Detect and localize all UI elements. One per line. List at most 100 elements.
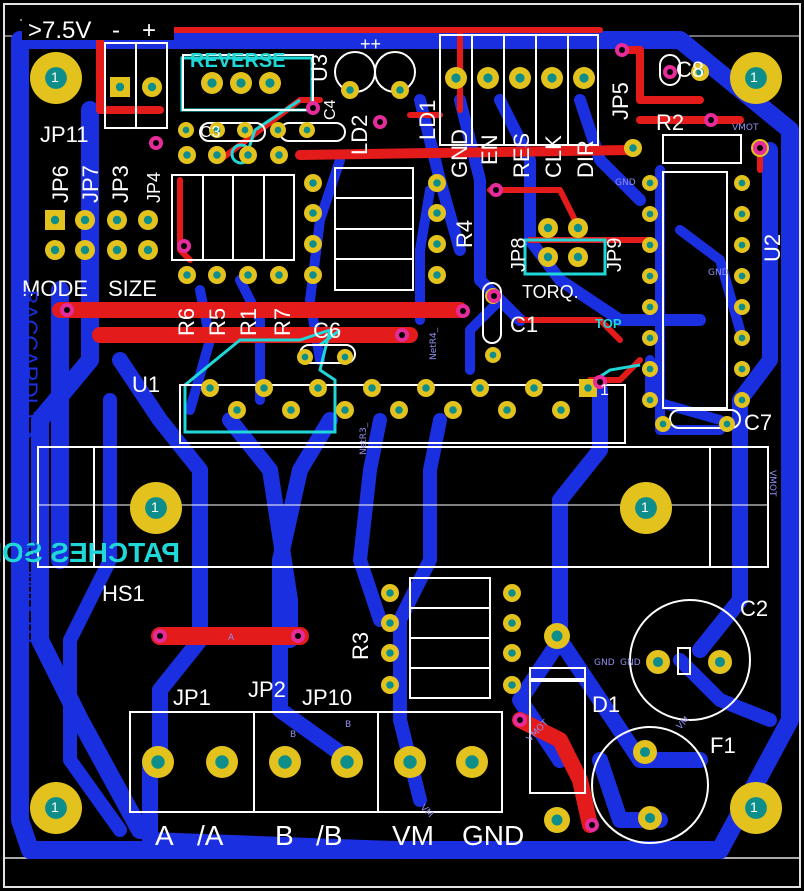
mounting-hole-2-drill — [745, 67, 767, 89]
c1-pin-2-drill — [489, 351, 497, 359]
r4-right-1-drill — [433, 179, 441, 187]
terminal-pin-6-drill — [465, 755, 479, 769]
c6-label: C6 — [313, 318, 341, 343]
pin-gnd-label: GND — [462, 820, 524, 851]
r3-left-4-drill — [386, 681, 394, 689]
hole-ml-label: 1 — [151, 499, 159, 515]
mode-jumper-6-drill — [80, 245, 90, 255]
jp11-pin-1-drill — [115, 82, 125, 92]
netr4-label: NetR4_ — [429, 327, 439, 360]
r3-right-1-drill — [508, 589, 516, 597]
r-top-3-drill — [244, 151, 252, 159]
c4-label: C4 — [322, 99, 339, 120]
u2-left-8-drill — [646, 396, 654, 404]
via-10-hole — [493, 187, 499, 193]
ld2-label: LD2 — [347, 115, 372, 155]
via-3-hole — [64, 307, 70, 313]
jp5-pin-2-drill — [483, 73, 493, 83]
mode-jumper-2-drill — [80, 215, 90, 225]
netr3-label: NetR3_ — [359, 422, 369, 455]
r3-left-1-drill — [386, 589, 394, 597]
jp5-pin-4-drill — [547, 73, 557, 83]
jp2-label: JP2 — [248, 677, 286, 702]
r3-right-4-drill — [508, 681, 516, 689]
c1-label: C1 — [510, 312, 538, 337]
r-bot-4-drill — [275, 271, 283, 279]
c7-label: C7 — [744, 410, 772, 435]
u3-label: U3 — [307, 54, 332, 82]
a-net-label-1: A — [228, 633, 235, 643]
r4-right-2-drill — [433, 209, 441, 217]
r-bot-1-drill — [183, 271, 191, 279]
jp3-label: JP3 — [108, 165, 133, 203]
r3-right-3-drill — [508, 649, 516, 657]
r-top-4-drill — [275, 151, 283, 159]
bottom-copper — [11, 31, 799, 859]
hole-tl-label: 1 — [51, 69, 59, 85]
gnd-label: GND — [447, 129, 472, 178]
pin-na-label: /A — [197, 820, 224, 851]
power-label: >7.5V — [28, 17, 91, 44]
jp5-pin-5-drill — [579, 73, 589, 83]
via-7-hole — [295, 633, 301, 639]
c7-pin-1-drill — [659, 420, 667, 428]
r3-left-3-drill — [386, 649, 394, 657]
hs1-label: HS1 — [102, 581, 145, 606]
r-top-1-drill — [183, 151, 191, 159]
jp7-label: JP7 — [78, 165, 103, 203]
mounting-hole-6-drill — [745, 797, 767, 819]
r1-label: R1 — [236, 308, 261, 336]
u2-right-4-drill — [738, 272, 746, 280]
gnd-net-label-1: GND — [594, 658, 615, 668]
hole-br-label: 1 — [750, 799, 758, 815]
r2-pin-1-drill — [629, 144, 637, 152]
r3-label: R3 — [348, 632, 373, 660]
r6-label: R6 — [174, 308, 199, 336]
mode-jumper-5-drill — [50, 245, 60, 255]
board-outline — [3, 3, 801, 888]
mode-jumper-3-drill — [112, 215, 122, 225]
u2-left-7-drill — [646, 365, 654, 373]
r5-label: R5 — [205, 308, 230, 336]
u1-pin-14-drill — [557, 406, 565, 414]
f1-pin-1-drill — [639, 746, 651, 758]
u2-right-7-drill — [738, 365, 746, 373]
jp8-jp9-pin-2-drill — [573, 223, 583, 233]
c8-label: C8 — [676, 57, 704, 82]
via-4-hole — [460, 308, 466, 314]
u1-pin-15-drill — [584, 384, 592, 392]
c6-pin-2-drill — [341, 353, 349, 361]
r4-left-4-drill — [309, 271, 317, 279]
vmot-net-label-1: VMOT — [732, 123, 759, 133]
u2-right-1-drill — [738, 179, 746, 187]
jp8-label: JP8 — [508, 238, 530, 272]
via-1-hole — [153, 140, 159, 146]
mode-jumper-8-drill — [143, 245, 153, 255]
d1-pin-2-drill — [551, 814, 563, 826]
jp10-label: JP10 — [302, 685, 352, 710]
pin-vm-label: VM — [392, 820, 434, 851]
r4-right-4-drill — [433, 271, 441, 279]
via-18-hole — [597, 379, 603, 385]
u2-label: U2 — [760, 234, 785, 262]
c3-row-5-drill — [182, 126, 190, 134]
u2-right-6-drill — [738, 334, 746, 342]
r4-left-2-drill — [309, 209, 317, 217]
jp11-pin-2-drill — [147, 82, 157, 92]
r2-label: R2 — [656, 110, 684, 135]
pads — [30, 43, 782, 834]
f1-pin-2-drill — [644, 812, 656, 824]
via-17-hole — [491, 293, 497, 299]
ld2-pin-drill — [346, 86, 354, 94]
r-top-2-drill — [213, 151, 221, 159]
b-net-label-2: B — [290, 730, 296, 740]
pin-nb-label: /B — [316, 820, 342, 851]
r-bot-2-drill — [213, 271, 221, 279]
hole-tr-label: 1 — [750, 69, 758, 85]
via-6-hole — [157, 633, 163, 639]
c8-pin-1-drill — [696, 68, 704, 76]
top-label: TOP — [595, 316, 622, 331]
r4-left-3-drill — [309, 240, 317, 248]
vmot-net-label-2: VMOT — [767, 470, 777, 497]
